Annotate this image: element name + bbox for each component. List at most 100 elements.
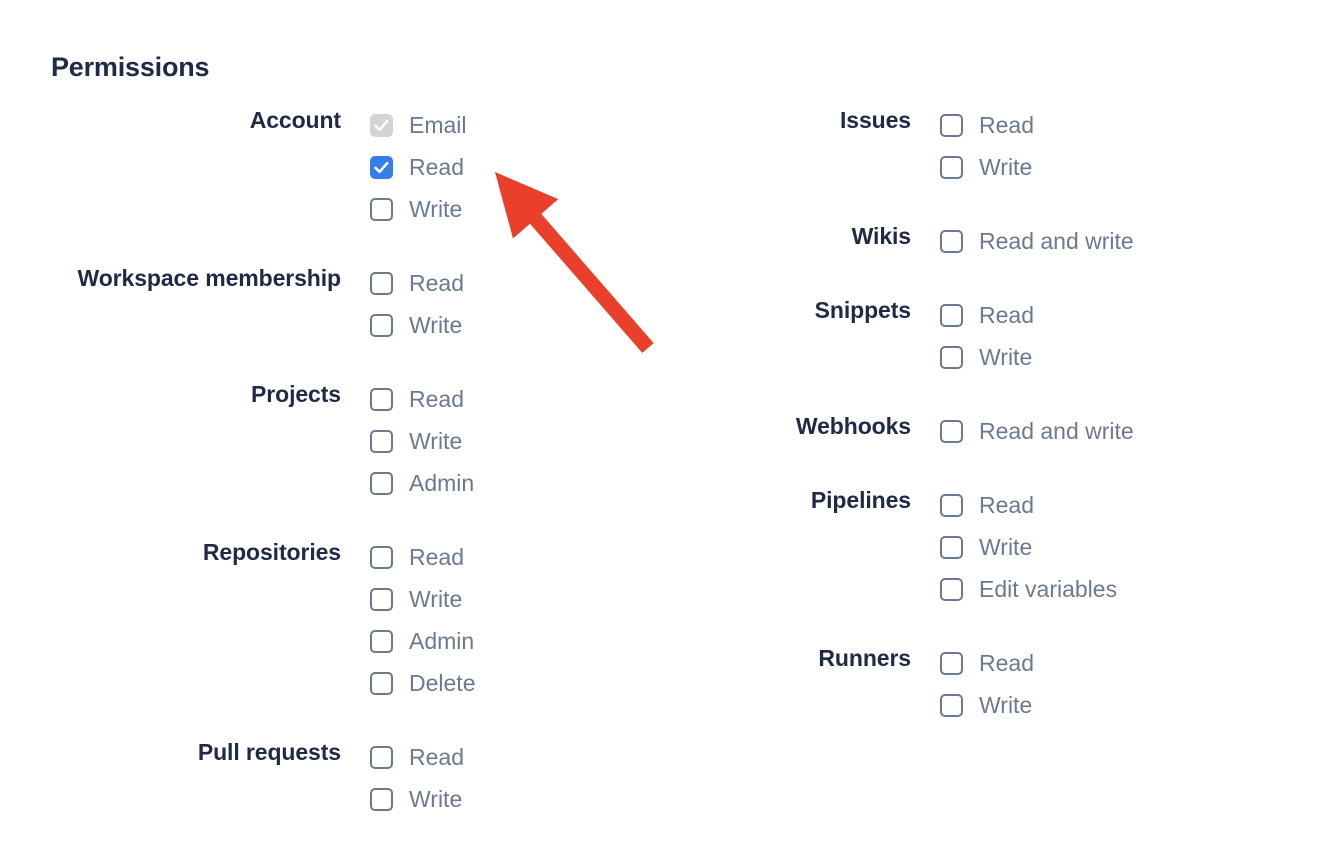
permission-option-row[interactable]: Write <box>940 526 1300 568</box>
checkbox[interactable] <box>370 271 393 295</box>
permission-option-label: Read <box>409 543 464 570</box>
permission-option-label: Write <box>409 311 463 338</box>
checkbox[interactable] <box>370 313 393 337</box>
permission-option-label: Admin <box>409 627 475 654</box>
permission-option-label: Read <box>979 491 1034 518</box>
permission-option-row[interactable]: Write <box>370 778 620 820</box>
checkbox[interactable] <box>940 651 963 675</box>
checkbox[interactable] <box>370 387 393 411</box>
permission-option-row[interactable]: Read <box>370 378 620 420</box>
permission-option-row[interactable]: Read and write <box>940 220 1300 262</box>
permission-group-label: Projects <box>251 381 341 407</box>
permission-option-row[interactable]: Write <box>370 578 620 620</box>
permission-option-row[interactable]: Write <box>940 684 1300 726</box>
permission-option-row[interactable]: Write <box>370 304 620 346</box>
permission-group-label: Webhooks <box>795 413 911 439</box>
permission-group-label: Runners <box>818 645 911 671</box>
permission-option-row[interactable]: Read <box>940 642 1300 684</box>
permission-group: Webhooks Read and write <box>600 410 1300 452</box>
permission-option-label: Read <box>409 269 464 296</box>
checkbox[interactable] <box>370 787 393 811</box>
permission-option-list: Read and write <box>911 410 1300 452</box>
permission-option-label: Write <box>409 585 463 612</box>
checkbox[interactable] <box>370 587 393 611</box>
permission-option-row[interactable]: Admin <box>370 462 620 504</box>
permission-option-label: Write <box>409 785 463 812</box>
checkbox[interactable] <box>370 429 393 453</box>
checkbox[interactable] <box>370 545 393 569</box>
checkbox[interactable] <box>370 745 393 769</box>
permission-option-row[interactable]: Read and write <box>940 410 1300 452</box>
permission-group-label: Issues <box>839 107 911 133</box>
permission-option-label: Delete <box>409 669 476 696</box>
permission-option-row[interactable]: Write <box>370 420 620 462</box>
permission-option-label: Read <box>409 743 464 770</box>
permission-option-row[interactable]: Read <box>940 484 1300 526</box>
permission-option-row[interactable]: Read <box>940 104 1300 146</box>
permission-option-label: Write <box>409 195 463 222</box>
checkbox[interactable] <box>940 577 963 601</box>
checkbox[interactable] <box>940 303 963 327</box>
checkbox[interactable] <box>370 471 393 495</box>
permission-option-row[interactable]: Delete <box>370 662 620 704</box>
permission-option-row[interactable]: Read <box>370 146 620 188</box>
checkbox[interactable] <box>940 345 963 369</box>
checkbox[interactable] <box>940 535 963 559</box>
permission-option-label: Read <box>979 301 1034 328</box>
permission-option-row[interactable]: Edit variables <box>940 568 1300 610</box>
permission-group-label: Repositories <box>202 539 341 565</box>
permission-option-label: Write <box>979 691 1033 718</box>
checkbox[interactable] <box>940 693 963 717</box>
checkbox[interactable] <box>940 493 963 517</box>
checkbox[interactable] <box>940 113 963 137</box>
permission-option-row[interactable]: Read <box>370 736 620 778</box>
permission-option-label: Edit variables <box>979 575 1118 602</box>
permission-option-label: Read <box>409 385 464 412</box>
permission-option-row[interactable]: Write <box>940 146 1300 188</box>
permission-option-label: Read <box>979 111 1034 138</box>
permission-group-label: Wikis <box>851 223 911 249</box>
permission-option-label: Write <box>979 343 1033 370</box>
permission-group-label: Workspace membership <box>77 265 342 291</box>
permission-option-label: Read and write <box>979 417 1134 444</box>
permission-option-row[interactable]: Read <box>940 294 1300 336</box>
permission-option-row[interactable]: Read <box>370 262 620 304</box>
permission-option-row[interactable]: Admin <box>370 620 620 662</box>
permission-option-row[interactable]: Write <box>940 336 1300 378</box>
checkbox[interactable] <box>370 629 393 653</box>
permission-option-label: Read and write <box>979 227 1134 254</box>
permission-option-row[interactable]: Email <box>370 104 620 146</box>
checkbox[interactable] <box>370 197 393 221</box>
permission-option-row[interactable]: Read <box>370 536 620 578</box>
page-title: Permissions <box>51 52 210 82</box>
checkbox[interactable] <box>940 229 963 253</box>
checkbox[interactable] <box>940 155 963 179</box>
permission-option-row[interactable]: Write <box>370 188 620 230</box>
checkbox[interactable] <box>370 155 393 179</box>
permission-group: Wikis Read and write <box>600 220 1300 262</box>
permission-option-label: Admin <box>409 469 475 496</box>
checkbox[interactable] <box>940 419 963 443</box>
checkbox[interactable] <box>370 671 393 695</box>
permission-option-label: Write <box>979 533 1033 560</box>
permission-option-label: Email <box>409 111 467 138</box>
permission-option-label: Read <box>979 649 1034 676</box>
